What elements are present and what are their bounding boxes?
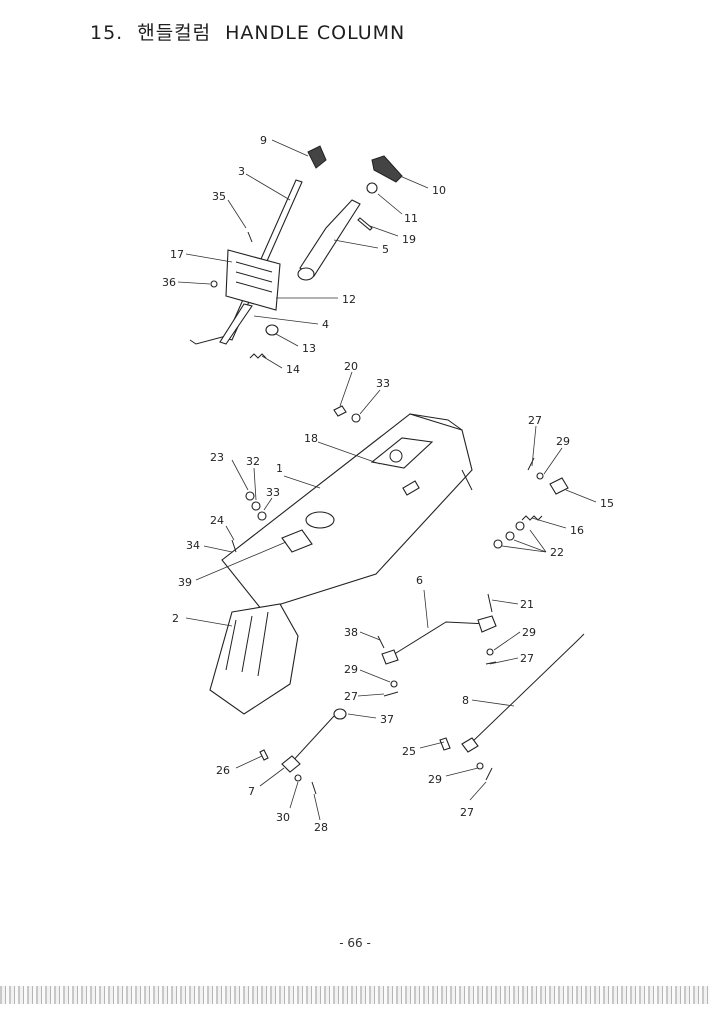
part-21-bolt <box>487 593 493 613</box>
part-13-cap <box>265 324 279 336</box>
part-14-spring <box>249 353 267 359</box>
callout-29-bottom: 29 <box>428 773 442 786</box>
callout-21: 21 <box>520 598 534 611</box>
callout-17: 17 <box>170 248 184 261</box>
part-23-bolt <box>245 491 255 501</box>
part-22-nut-b <box>505 531 515 541</box>
part-24-screw <box>231 539 237 553</box>
part-27-cotter-left <box>383 691 399 697</box>
callout-33-top: 33 <box>376 377 390 390</box>
part-26-bolt <box>259 749 269 761</box>
callout-27-mid: 27 <box>520 652 534 665</box>
page-title: 15. 핸들컬럼 HANDLE COLUMN <box>90 18 419 45</box>
callout-36: 36 <box>162 276 176 289</box>
callout-10: 10 <box>432 184 446 197</box>
part-10-lever <box>371 155 403 183</box>
callout-11: 11 <box>404 212 418 225</box>
part-25-bolt <box>439 737 451 751</box>
part-7-cable <box>281 715 335 773</box>
callout-9: 9 <box>260 134 267 147</box>
callout-13: 13 <box>302 342 316 355</box>
part-33-nut-top <box>351 413 361 423</box>
english-title: HANDLE COLUMN <box>225 22 406 44</box>
part-38-pin <box>377 635 385 649</box>
callout-29-top: 29 <box>556 435 570 448</box>
part-30-pin <box>294 774 302 782</box>
callout-1: 1 <box>276 462 283 475</box>
callout-15: 15 <box>600 497 614 510</box>
callout-32: 32 <box>246 455 260 468</box>
upper-assembly <box>189 145 403 359</box>
part-5-shaft <box>297 199 361 281</box>
part-35-bolt <box>247 231 253 243</box>
part-37-bushing <box>333 708 347 720</box>
part-2-lower-cover <box>209 603 299 715</box>
callout-28: 28 <box>314 821 328 834</box>
callout-3: 3 <box>238 165 245 178</box>
part-1-column <box>221 413 473 611</box>
part-32-washer <box>251 501 261 511</box>
callout-16: 16 <box>570 524 584 537</box>
callout-19: 19 <box>402 233 416 246</box>
callout-24: 24 <box>210 514 224 527</box>
part-22-nut-a <box>493 539 503 549</box>
leader-lines <box>177 139 597 821</box>
callout-4: 4 <box>322 318 329 331</box>
callout-labels: 9 3 10 35 11 19 5 17 36 12 4 13 14 20 33… <box>162 134 614 834</box>
callout-26: 26 <box>216 764 230 777</box>
part-4-lever <box>219 303 253 345</box>
callout-27-left: 27 <box>344 690 358 703</box>
part-15-clevis <box>549 477 569 495</box>
part-22-nut-c <box>515 521 525 531</box>
callout-29-left: 29 <box>344 663 358 676</box>
korean-title: 핸들컬럼 <box>137 22 212 44</box>
page-number: - 66 - <box>339 936 371 950</box>
section-number: 15. <box>90 22 124 44</box>
callout-8: 8 <box>462 694 469 707</box>
part-36-nut <box>210 280 218 288</box>
part-27-cotter-bottom <box>485 767 493 781</box>
part-29-pin-top <box>536 472 544 480</box>
callout-2: 2 <box>172 612 179 625</box>
callout-23: 23 <box>210 451 224 464</box>
part-27-cotter-mid <box>485 661 497 665</box>
callout-37: 37 <box>380 713 394 726</box>
part-11-washer <box>366 182 378 194</box>
callout-7: 7 <box>248 785 255 798</box>
part-33-nut-mid <box>257 511 267 521</box>
part-8-rod <box>461 633 585 753</box>
callout-35: 35 <box>212 190 226 203</box>
scan-edge-strip <box>0 986 710 1004</box>
part-29-pin-left <box>390 680 398 688</box>
callout-38: 38 <box>344 626 358 639</box>
part-20-bolt <box>333 405 347 417</box>
callout-29-mid: 29 <box>522 626 536 639</box>
callout-6: 6 <box>416 574 423 587</box>
callout-5: 5 <box>382 243 389 256</box>
callout-20: 20 <box>344 360 358 373</box>
callout-30: 30 <box>276 811 290 824</box>
callout-14: 14 <box>286 363 300 376</box>
callout-12: 12 <box>342 293 356 306</box>
part-39-cover <box>281 529 313 553</box>
part-18-decal <box>370 437 434 469</box>
callout-27-bottom: 27 <box>460 806 474 819</box>
callout-18: 18 <box>304 432 318 445</box>
callout-34: 34 <box>186 539 200 552</box>
callout-33-mid: 33 <box>266 486 280 499</box>
callout-22: 22 <box>550 546 564 559</box>
part-9-knob <box>307 145 327 169</box>
part-28-cotter <box>311 781 317 795</box>
part-27-cotter-top <box>527 457 535 471</box>
part-29-pin-bottom <box>476 762 484 770</box>
callout-25: 25 <box>402 745 416 758</box>
part-29-pin-mid <box>486 648 494 656</box>
part-17-bracket <box>225 249 281 311</box>
part-6-rod <box>381 615 497 665</box>
callout-39: 39 <box>178 576 192 589</box>
part-19-pin <box>357 217 373 231</box>
callout-27-top: 27 <box>528 414 542 427</box>
